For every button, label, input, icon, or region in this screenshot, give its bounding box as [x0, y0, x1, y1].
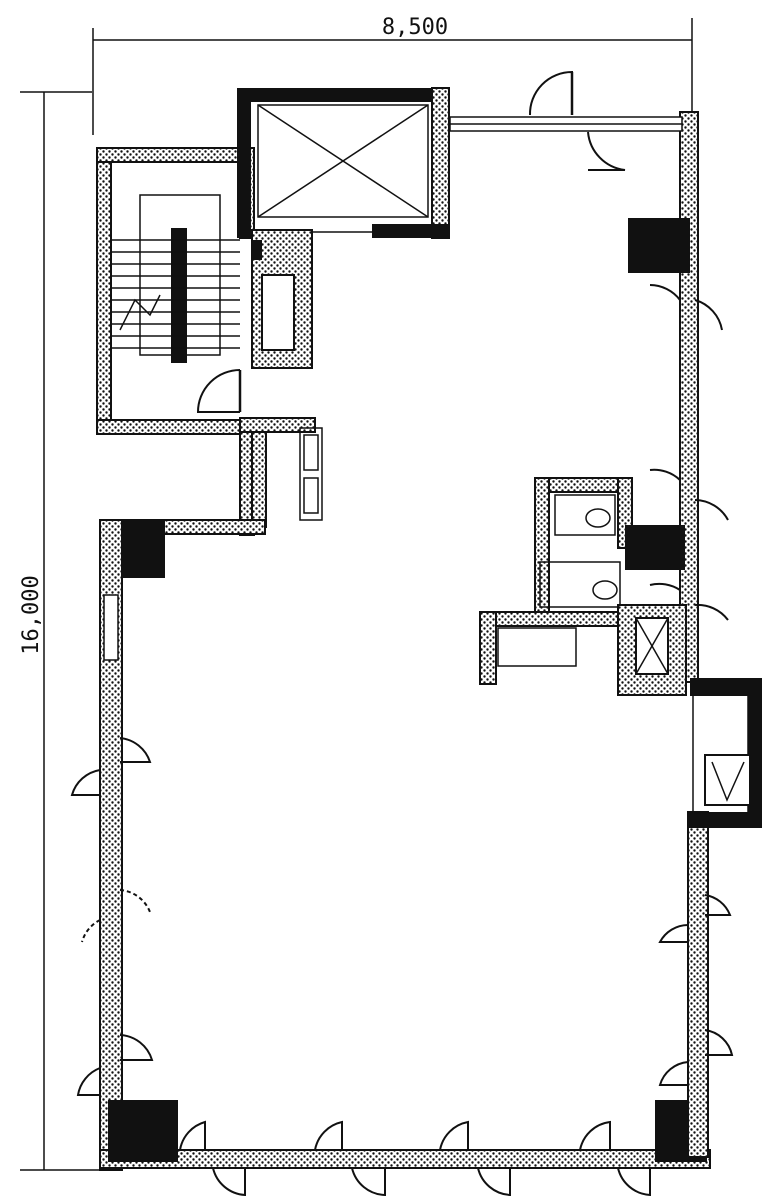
utility-box	[692, 694, 751, 814]
meter-box	[239, 417, 323, 528]
duct-shaft	[251, 229, 313, 369]
width-dimension-label: 8,500	[382, 15, 448, 40]
left-doors	[70, 737, 154, 1096]
entry-door	[528, 70, 626, 171]
right-upper-doors	[649, 284, 729, 621]
stair-door	[196, 369, 242, 413]
height-dimension-label: 16,000	[19, 575, 44, 654]
height-dimension: 16,000	[19, 91, 110, 1171]
toilet-block	[479, 477, 687, 696]
right-lower-doors	[658, 894, 734, 1086]
elevator-shaft	[237, 87, 450, 239]
staircase	[112, 194, 240, 363]
bottom-doors	[179, 1120, 651, 1197]
width-dimension: 8,500	[92, 15, 693, 135]
exterior-walls	[99, 111, 762, 1171]
left-window	[103, 594, 119, 661]
